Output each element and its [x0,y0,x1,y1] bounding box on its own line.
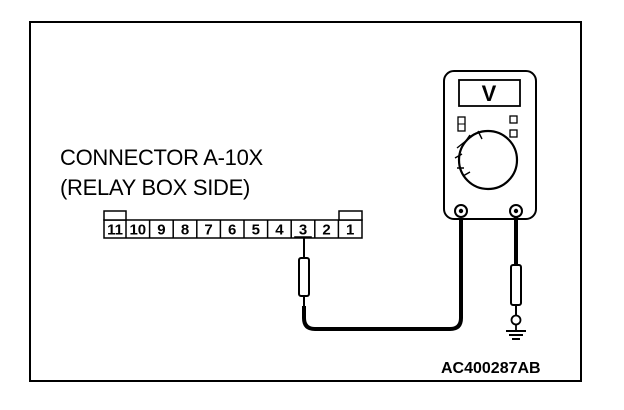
figure-code: AC400287AB [441,360,541,377]
test-probe [298,238,310,306]
pin-label-10: 10 [129,222,146,239]
pin-label-2: 2 [322,222,330,239]
connector-lock-left [103,210,127,221]
dial-tick [462,134,471,146]
ground-lead [506,217,526,340]
voltmeter-display [458,79,521,107]
pin-label-7: 7 [204,222,212,239]
ground-probe-handle [510,264,522,306]
connector-lock-right [338,210,363,221]
pin-label-1: 1 [346,222,354,239]
pin-label-6: 6 [228,222,236,239]
pin-label-11: 11 [107,222,123,239]
voltmeter-display-letter: V [482,81,497,106]
indicator-square-bottom [509,129,518,138]
ground-clip [510,314,522,326]
pin-label-8: 8 [181,222,189,239]
pin-label-3: 3 [299,222,307,239]
negative-terminal-center [513,208,519,214]
positive-terminal-center [458,208,464,214]
pin-label-9: 9 [157,222,165,239]
connector-body [103,219,363,239]
pin-label-5: 5 [252,222,260,239]
connector-title: CONNECTOR A-10X [60,145,263,170]
pin-label-4: 4 [275,222,284,239]
indicator-square-top [509,115,518,124]
voltmeter[interactable]: V [443,70,537,220]
probe-handle [298,257,310,297]
connector-side-label: (RELAY BOX SIDE) [60,175,250,200]
diagram-frame [29,21,582,382]
selector-dial[interactable] [457,129,519,191]
positive-lead-wire [302,211,463,331]
